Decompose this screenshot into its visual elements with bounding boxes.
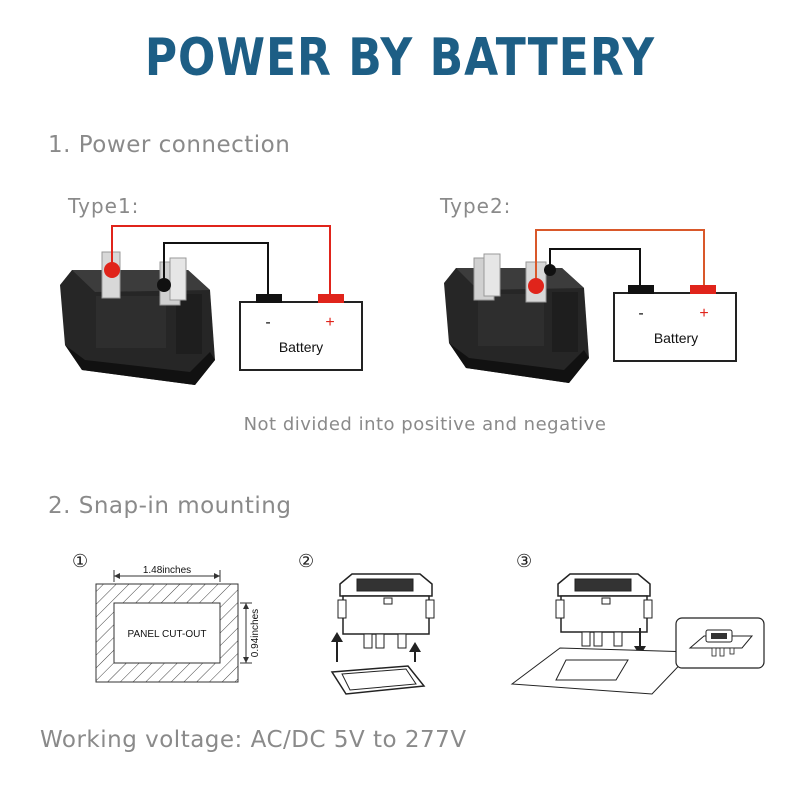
type1-plus-sign: + (325, 314, 334, 331)
type2-diagram: - + Battery (444, 229, 737, 383)
type2-black-dot (544, 264, 556, 276)
type2-minus-sign: - (638, 305, 643, 322)
type1-negative-wire (163, 242, 269, 294)
type2-label: Type2: (440, 194, 512, 218)
type1-switch-icon (60, 251, 215, 385)
step2-up-arrow-right-icon (409, 642, 421, 662)
type1-diagram: - + Battery (60, 225, 363, 385)
step2-up-arrow-left-icon (331, 632, 343, 662)
working-voltage: Working voltage: AC/DC 5V to 277V (40, 727, 467, 753)
type1-battery-icon (239, 294, 363, 371)
polarity-note: Not divided into positive and negative (243, 414, 607, 435)
type2-red-dot (528, 278, 544, 294)
step3-mount-diagram (510, 573, 765, 695)
step3-switch-icon (555, 573, 653, 647)
type1-label: Type1: (68, 194, 140, 218)
step-2-marker: ② (298, 551, 315, 572)
type1-positive-dot (104, 262, 120, 278)
step-1-marker: ① (72, 551, 89, 572)
page-title: POWER BY BATTERY (144, 28, 656, 89)
step2-switch-icon (337, 573, 435, 649)
height-dimension-label: 0.94inches (250, 609, 261, 657)
type2-red-wire (535, 229, 705, 285)
width-dimension-label: 1.48inches (143, 565, 191, 576)
type2-switch-icon (444, 253, 589, 383)
step3-panel-icon (510, 647, 694, 695)
type2-black-wire (549, 248, 641, 285)
type1-negative-dot (157, 278, 171, 292)
type1-battery-label: Battery (279, 339, 323, 355)
panel-cutout-label: PANEL CUT-OUT (128, 629, 207, 640)
section-power-connection-heading: 1. Power connection (48, 132, 291, 158)
section-snap-in-heading: 2. Snap-in mounting (48, 493, 292, 519)
type2-plus-sign: + (699, 305, 708, 322)
step2-bezel-icon (330, 665, 426, 695)
step3-detail-callout-icon (675, 617, 765, 669)
type1-positive-wire (111, 225, 331, 294)
type2-battery-label: Battery (654, 330, 698, 346)
step-3-marker: ③ (516, 551, 533, 572)
step1-panel-cutout-diagram: PANEL CUT-OUT 1.48inches 0.94inches (95, 565, 261, 683)
type2-battery-icon (613, 285, 737, 362)
step2-snap-diagram (330, 573, 435, 695)
type1-minus-sign: - (265, 314, 270, 331)
